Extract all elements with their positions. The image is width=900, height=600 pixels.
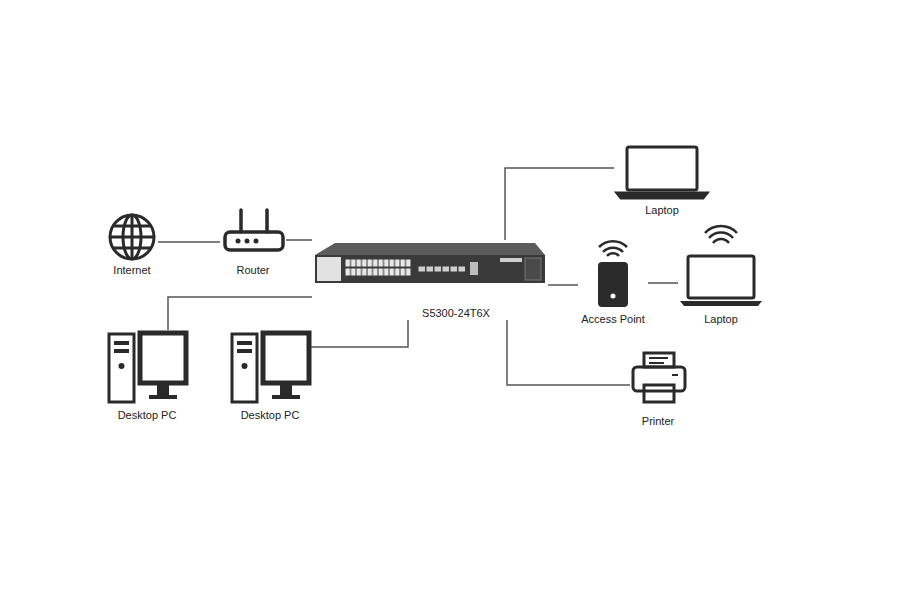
access-point-node: Access Point	[578, 232, 648, 326]
network-link	[648, 282, 678, 284]
device-label: Internet	[113, 263, 150, 277]
globe-icon	[110, 215, 154, 259]
network-link	[548, 284, 578, 286]
network-link	[311, 320, 408, 347]
desktop-node: Desktop PC	[106, 330, 188, 422]
laptop-icon	[680, 226, 762, 306]
desktop-icon	[109, 333, 186, 402]
network-link	[168, 297, 312, 330]
device-label: Desktop PC	[241, 408, 300, 422]
network-link	[158, 241, 220, 243]
laptop-node: Laptop	[614, 141, 710, 217]
device-label: Laptop	[704, 312, 738, 326]
device-label: S5300-24T6X	[422, 306, 490, 320]
internet-node: Internet	[106, 212, 158, 277]
switch-node: S5300-24T6X	[312, 240, 548, 320]
device-label: Router	[236, 263, 269, 277]
desktop-node: Desktop PC	[229, 330, 311, 422]
network-link	[507, 320, 630, 385]
device-label: Printer	[642, 414, 674, 428]
printer-icon	[633, 353, 685, 402]
switch-icon	[315, 243, 545, 283]
device-label: Access Point	[581, 312, 645, 326]
laptop-node: Laptop	[678, 228, 764, 326]
printer-node: Printer	[630, 348, 686, 428]
network-link	[286, 239, 312, 241]
laptop-icon	[617, 147, 707, 198]
router-node: Router	[220, 206, 286, 277]
desktop-icon	[232, 333, 309, 402]
router-icon	[225, 210, 283, 250]
network-link	[505, 168, 614, 240]
device-label: Desktop PC	[118, 408, 177, 422]
device-label: Laptop	[645, 203, 679, 217]
access-point-icon	[598, 241, 628, 307]
